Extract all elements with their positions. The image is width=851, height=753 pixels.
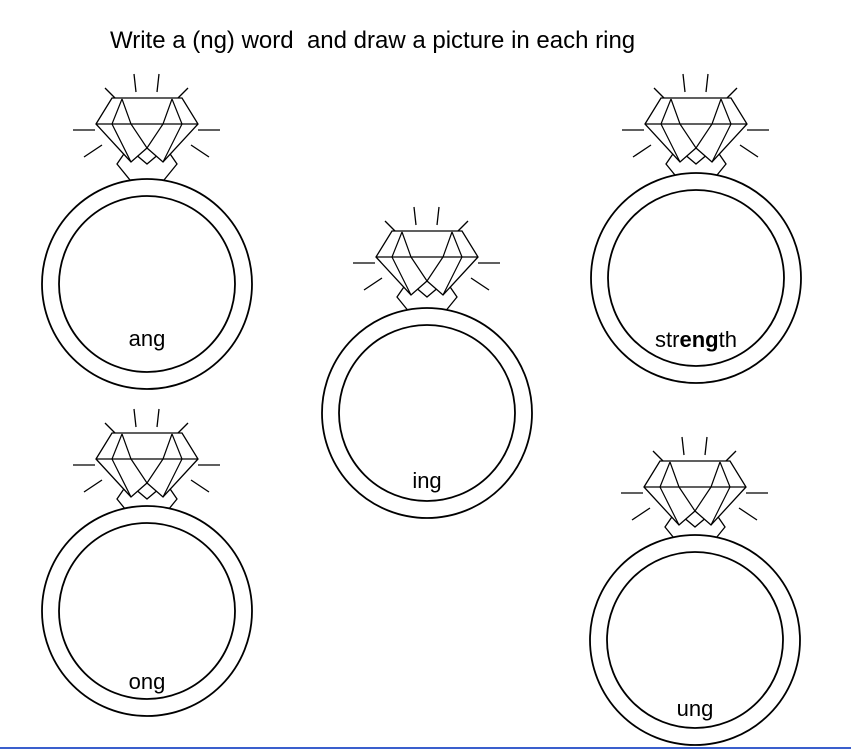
ring-label-ung: ung [676, 696, 714, 721]
ring-label-strength-highlight: eng [679, 327, 719, 352]
diamond-ring-icon [589, 436, 801, 746]
sparkle-lines-icon [73, 73, 220, 158]
ring-label-strength-suffix: th [718, 327, 737, 352]
ring-label-ong: ong [128, 669, 166, 694]
ring-ung [589, 436, 801, 746]
ring-ing [321, 206, 533, 519]
ring-label-strength: strength [616, 327, 776, 353]
ring-ong [41, 408, 253, 717]
diamond-ring-icon [41, 73, 253, 390]
ring-ang [41, 73, 253, 390]
diamond-ring-icon [590, 73, 802, 384]
ring-label-strength-prefix: str [655, 327, 680, 352]
diamond-ring-icon [321, 206, 533, 519]
page-title: Write a (ng) word and draw a picture in … [110, 27, 636, 54]
ring-strength [590, 73, 802, 384]
ring-label-ing: ing [412, 468, 442, 493]
diamond-ring-icon [41, 408, 253, 717]
ring-label-ang: ang [128, 326, 166, 351]
bottom-rule [0, 747, 851, 749]
